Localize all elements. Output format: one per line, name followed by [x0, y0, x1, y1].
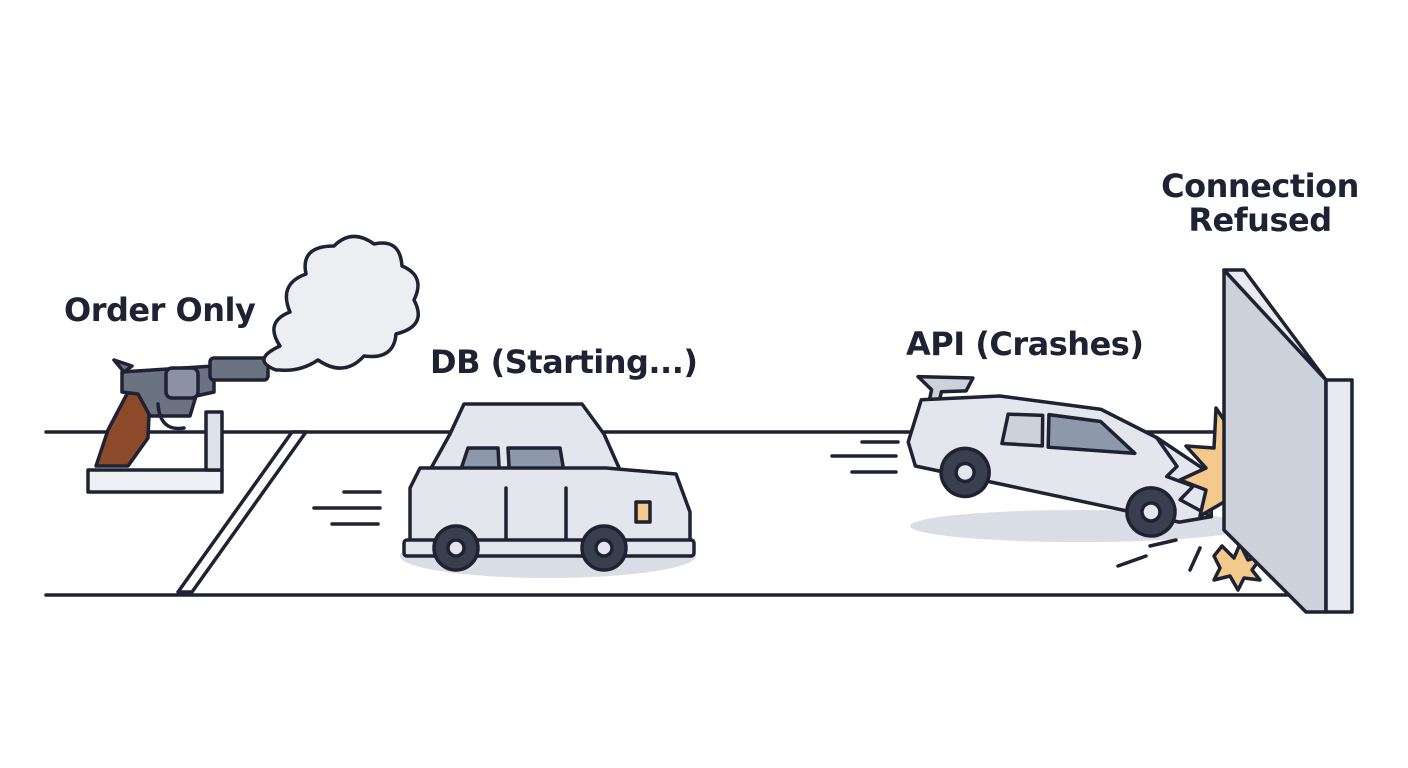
api-car-window	[1046, 412, 1137, 456]
smoke-cloud-icon	[262, 234, 420, 373]
db-car-taillight	[634, 500, 652, 524]
api-car-speed-lines	[830, 440, 900, 474]
starting-pistol-icon	[86, 356, 270, 494]
connection-refused-label: Connection Refused	[1161, 167, 1359, 239]
pistol-stand-top	[86, 468, 224, 494]
wall-edge	[1324, 378, 1354, 614]
start-line	[176, 430, 308, 594]
order-only-label: Order Only	[64, 291, 256, 329]
wall-icon	[1222, 268, 1354, 614]
api-car-icon	[830, 374, 1250, 542]
db-car-icon	[312, 402, 696, 578]
db-starting-label: DB (Starting...)	[430, 343, 698, 381]
pistol-barrel	[208, 356, 270, 382]
wall-front	[1222, 268, 1328, 614]
impact-burst-lower	[1212, 542, 1264, 592]
pistol-trigger-guard	[156, 402, 186, 431]
api-crashes-label: API (Crashes)	[906, 325, 1144, 363]
pistol-stand-side	[204, 410, 224, 472]
pistol-hammer	[112, 358, 134, 374]
db-car-speed-lines	[312, 490, 382, 526]
pistol-cylinder	[164, 366, 200, 400]
